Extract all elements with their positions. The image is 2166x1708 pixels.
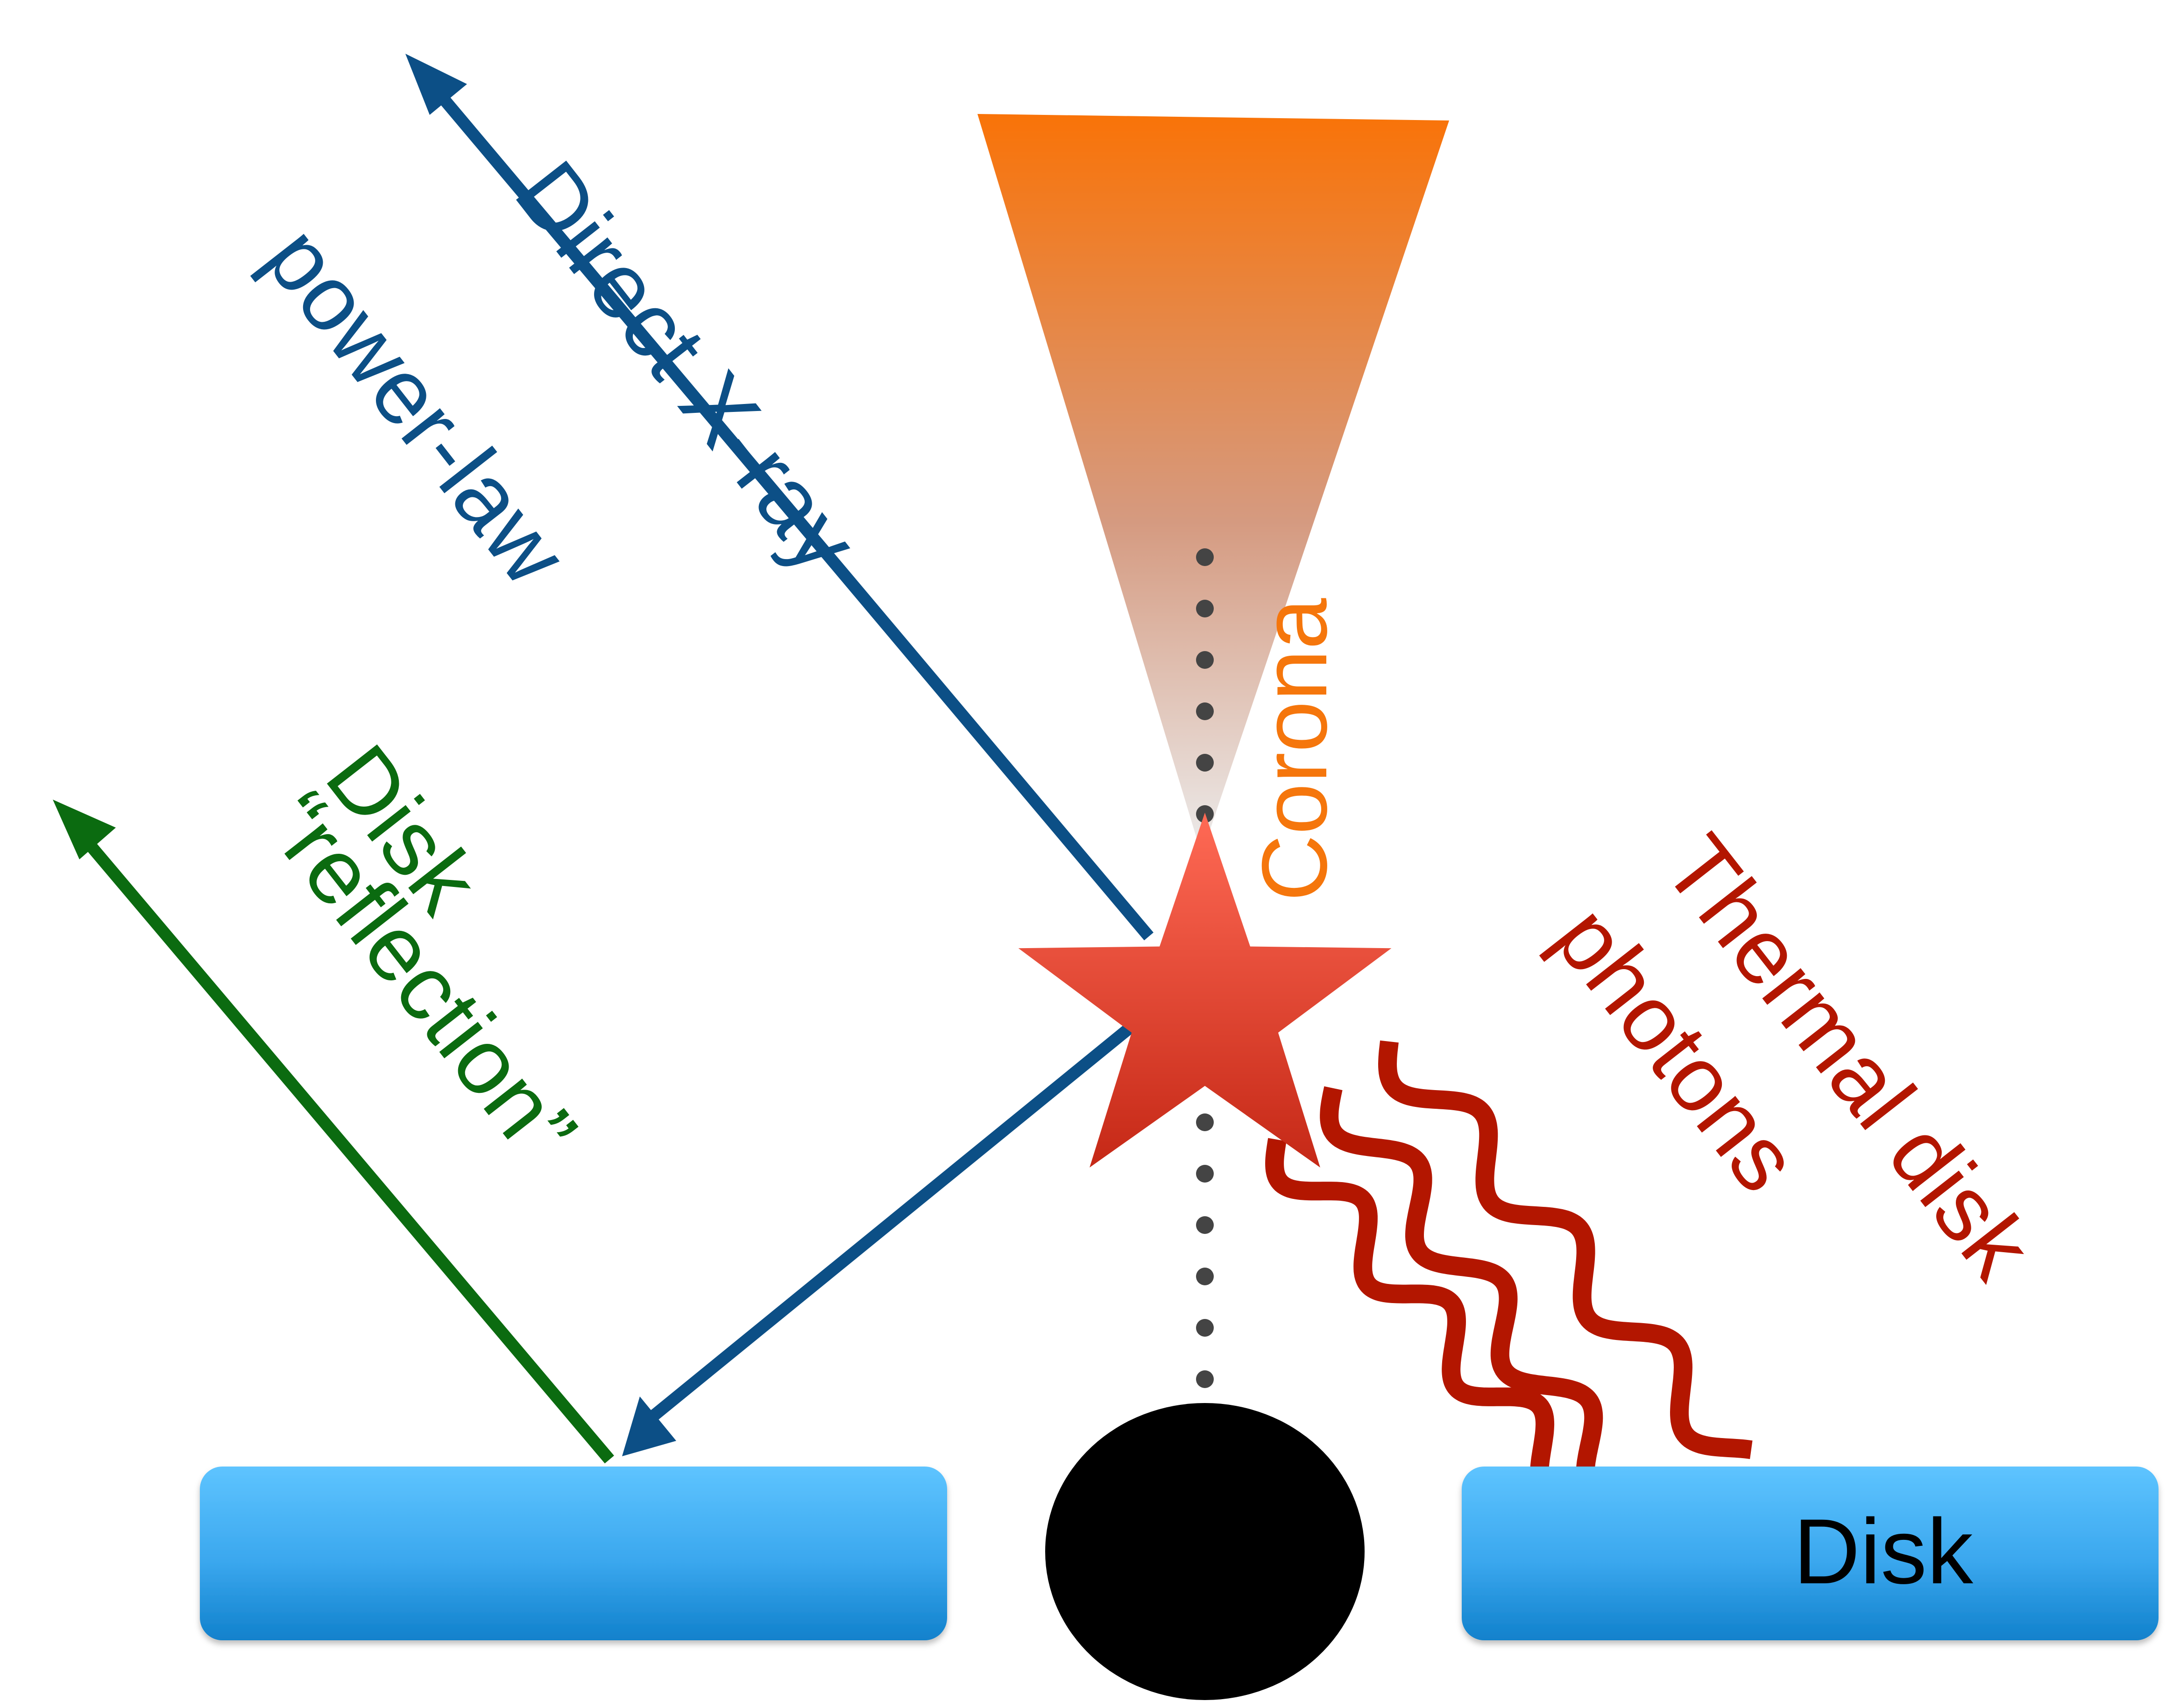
axis-dot [1196,754,1214,772]
disk-reflection-arrow [53,800,614,1464]
axis-dot [1196,702,1214,720]
left-disk [200,1467,947,1640]
axis-dot [1196,1165,1214,1183]
axis-dot [1196,1370,1214,1388]
right-disk [1462,1467,2159,1640]
corona-cone [977,114,1449,855]
corona-label: Corona [1243,598,1346,901]
disk-label: Disk [1793,1500,1974,1603]
incident-xray-arrow [622,1022,1134,1456]
axis-dot [1196,600,1214,617]
thermal-photon-waves [1265,1040,1753,1488]
axis-dot [1196,1216,1214,1234]
axis-dot [1196,1319,1214,1337]
axis-dot [1196,1113,1214,1131]
axis-dot [1196,651,1214,669]
axis-dot [1196,548,1214,566]
power-law-label: power-law [246,208,587,604]
axis-dot [1196,1268,1214,1285]
black-hole-shape [1045,1403,1365,1700]
star-icon [1018,813,1392,1168]
direct-xray-arrow [405,54,1154,941]
